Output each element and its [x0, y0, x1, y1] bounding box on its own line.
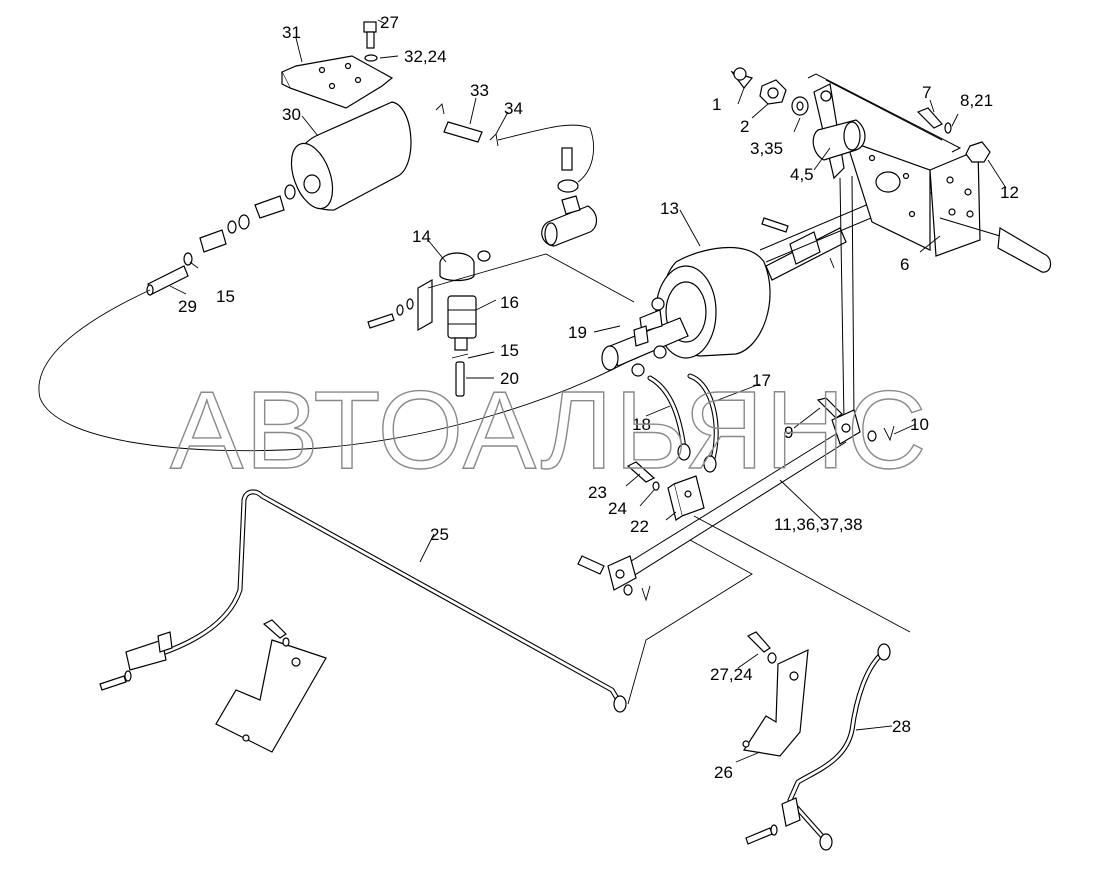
leader-block-to-28: [693, 515, 911, 633]
callout-17: 17: [752, 371, 771, 390]
bolt-9: [816, 397, 843, 419]
callout-33: 33: [470, 81, 489, 100]
bolt-27-24-right: [745, 631, 778, 845]
rod-vertical: [839, 177, 845, 421]
reservoir-bracket: [281, 55, 394, 109]
callout-27-24: 27,24: [710, 665, 753, 684]
master-cylinder-13: [601, 246, 771, 377]
hose-connector-33: [435, 103, 499, 147]
callout-9: 9: [784, 423, 793, 442]
pin-1: [730, 67, 754, 89]
pedal-bracket-6: [807, 73, 981, 257]
bolt-lower-fork: [577, 555, 651, 602]
bolt-23: [626, 461, 660, 491]
callout-23: 23: [588, 483, 607, 502]
rod-11: [607, 409, 861, 591]
brake-line-25: [157, 489, 627, 713]
callout-15-right: 15: [500, 341, 519, 360]
clamp-14: [417, 250, 491, 332]
block-22: [667, 475, 705, 521]
hose-top: [497, 124, 594, 183]
callout-4-5: 4,5: [790, 165, 814, 184]
callout-32-24: 32,24: [404, 47, 447, 66]
callout-11-36-37-38: 11,36,37,38: [774, 515, 863, 534]
bracket-26-left: [215, 619, 327, 753]
brake-line-28: [781, 643, 891, 851]
callout-3-35: 3,35: [750, 139, 783, 158]
callout-1: 1: [712, 95, 721, 114]
callout-2: 2: [740, 117, 749, 136]
callout-19: 19: [568, 323, 587, 342]
leader-lines: [169, 19, 1007, 763]
callout-20: 20: [500, 369, 519, 388]
bolt-7: [916, 107, 952, 134]
filter-16: [447, 295, 477, 351]
callout-14: 14: [412, 227, 431, 246]
nut-12: [965, 141, 991, 163]
callout-25: 25: [430, 525, 449, 544]
bracket-left-fitting: [99, 631, 173, 691]
callout-26: 26: [714, 763, 733, 782]
pedal-lever: [812, 83, 866, 180]
callout-22: 22: [630, 517, 649, 536]
washer-pin-10: [867, 425, 895, 442]
fitting-chain-left: [146, 184, 296, 296]
callout-30: 30: [282, 105, 301, 124]
bracket-26-right: [742, 649, 809, 757]
callout-28: 28: [892, 717, 911, 736]
callout-31: 31: [282, 23, 301, 42]
callout-27: 27: [380, 13, 399, 32]
callout-24: 24: [608, 499, 627, 518]
callout-10: 10: [910, 415, 929, 434]
callout-8-21: 8,21: [960, 91, 993, 110]
bolt-27: [363, 21, 378, 62]
bolt-screws-clamp: [367, 298, 414, 329]
callout-7: 7: [922, 83, 931, 102]
pin-20: [451, 353, 469, 397]
watermark-text: АВТОАЛЬЯНС: [170, 369, 928, 492]
callout-18: 18: [632, 415, 651, 434]
callout-labels: 31 27 32,24 30 33 34 15 29 14 16 15 20 1…: [178, 13, 1019, 782]
callout-29: 29: [178, 297, 197, 316]
hose-clamp-to-master: [427, 253, 635, 303]
callout-13: 13: [660, 199, 679, 218]
tee-fitting: [541, 147, 598, 247]
washer-3: [791, 96, 809, 116]
callout-34: 34: [504, 99, 523, 118]
reservoir-30: [290, 101, 412, 211]
callout-15-left: 15: [216, 287, 235, 306]
callout-16: 16: [500, 293, 519, 312]
nut-2: [759, 79, 787, 105]
hose-29-loop: [38, 289, 643, 452]
callout-12: 12: [1000, 183, 1019, 202]
brake-line-17: [687, 373, 719, 473]
pedal-handle: [939, 217, 1052, 273]
leader-25-right: [627, 539, 753, 705]
brake-line-18: [647, 375, 691, 461]
callout-6: 6: [900, 255, 909, 274]
